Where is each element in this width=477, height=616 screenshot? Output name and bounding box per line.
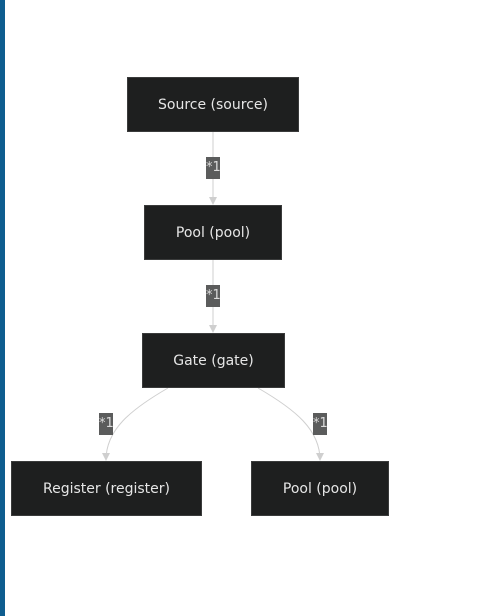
node-gate[interactable]: Gate (gate): [142, 333, 285, 388]
edge-label-gate-register: *1: [99, 413, 114, 435]
edge-gate-to-pool2: [257, 387, 324, 461]
node-pool[interactable]: Pool (pool): [144, 205, 282, 260]
edge-label-gate-pool2: *1: [313, 413, 328, 435]
node-source[interactable]: Source (source): [127, 77, 299, 132]
edge-label-source-pool: *1: [206, 157, 221, 179]
node-pool-2[interactable]: Pool (pool): [251, 461, 389, 516]
window-left-edge: [0, 0, 5, 616]
edge-gate-to-register: [102, 387, 169, 461]
edge-label-pool-gate: *1: [206, 285, 221, 307]
node-register[interactable]: Register (register): [11, 461, 202, 516]
